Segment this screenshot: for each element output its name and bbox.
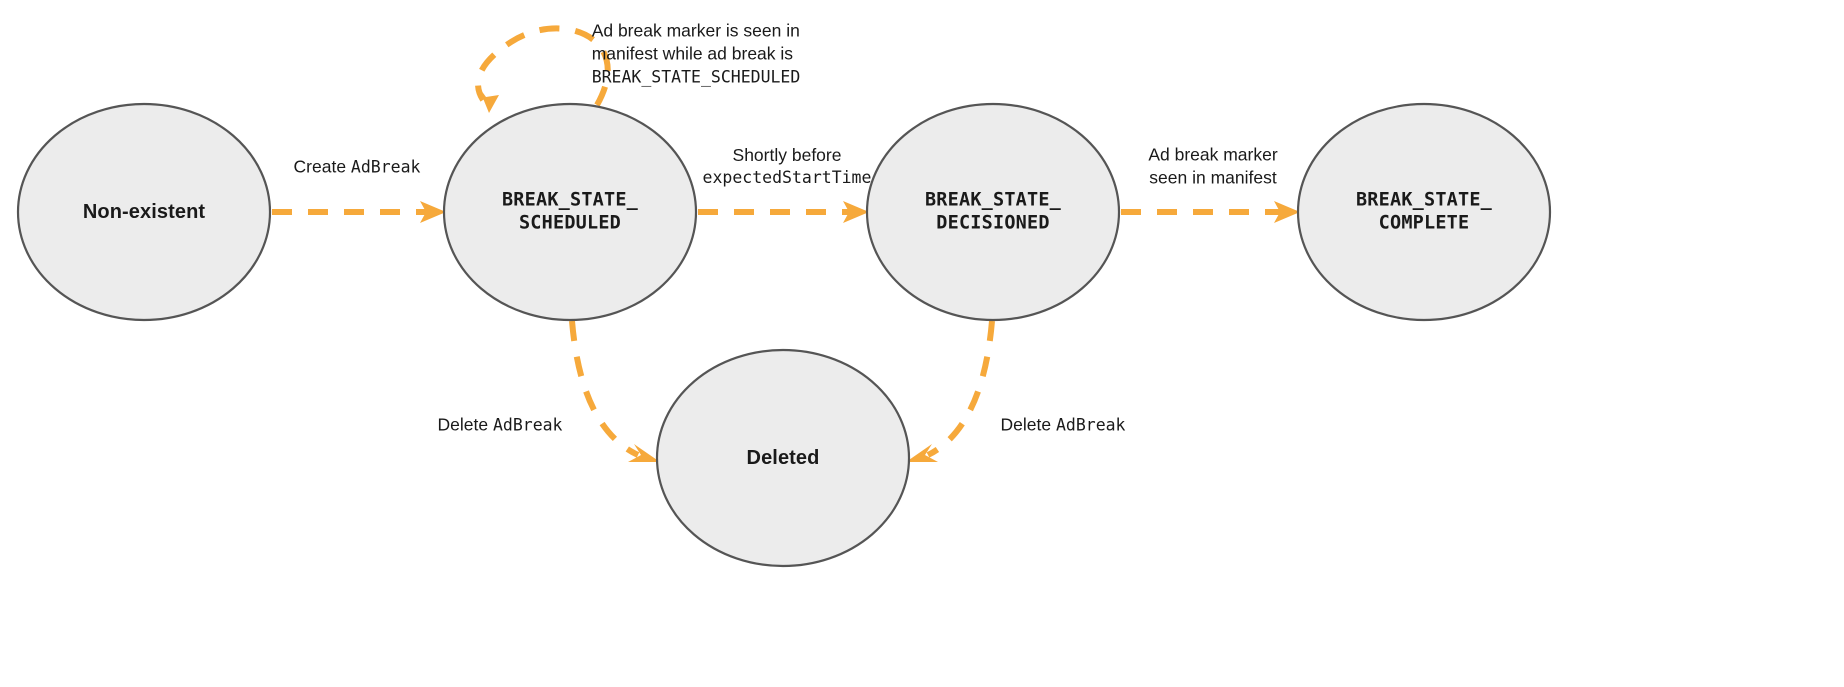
- node-non-existent[interactable]: [16, 102, 272, 322]
- edge-scheduled-to-decisioned-arrowhead: [843, 201, 869, 223]
- edge-scheduled-to-deleted-line: [569, 320, 640, 458]
- edge-create-adbreak[interactable]: [272, 201, 446, 223]
- edge-scheduled-self-loop[interactable]: [475, 25, 611, 113]
- node-break-state-decisioned[interactable]: [865, 102, 1121, 322]
- edge-decisioned-to-complete-arrowhead: [1274, 201, 1300, 223]
- edge-scheduled-to-deleted[interactable]: [569, 320, 660, 462]
- node-break-state-complete[interactable]: [1296, 102, 1552, 322]
- node-break-state-scheduled[interactable]: [442, 102, 698, 322]
- edge-scheduled-self-loop-line: [475, 25, 611, 107]
- edge-decisioned-to-deleted[interactable]: [906, 320, 995, 462]
- edge-scheduled-to-decisioned[interactable]: [698, 201, 869, 223]
- edge-scheduled-to-deleted-arrowhead: [628, 444, 660, 462]
- edge-decisioned-to-deleted-arrowhead: [906, 444, 938, 462]
- edge-decisioned-to-deleted-line: [926, 320, 995, 458]
- node-deleted[interactable]: [655, 348, 911, 568]
- edge-decisioned-to-complete[interactable]: [1121, 201, 1300, 223]
- edge-create-adbreak-arrowhead: [420, 201, 446, 223]
- edge-scheduled-self-loop-arrowhead: [478, 86, 499, 113]
